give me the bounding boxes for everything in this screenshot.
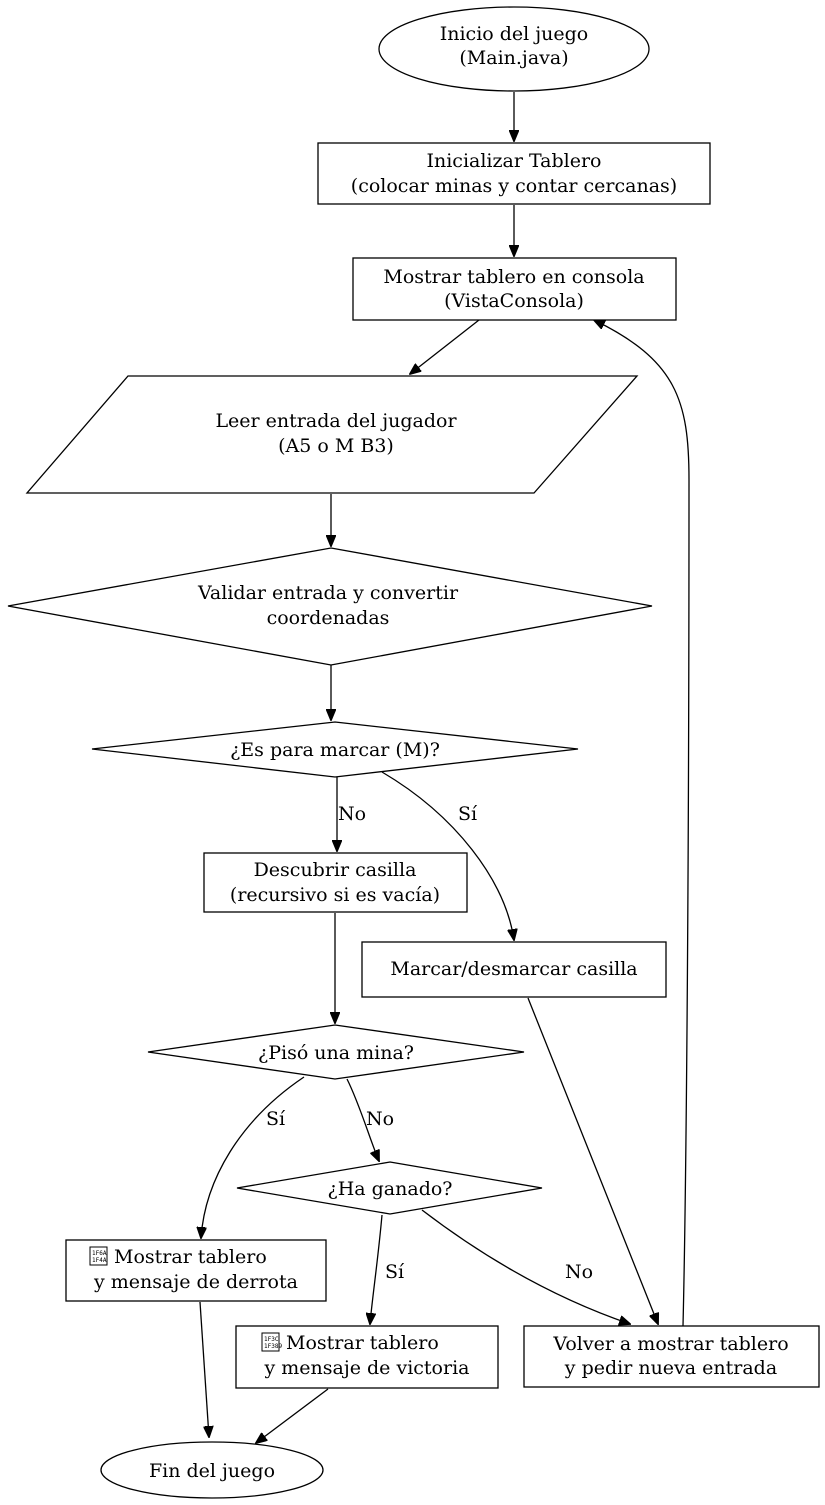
missing-glyph-box-icon: 1F6A 1F4A xyxy=(89,1246,108,1266)
redisplay-box xyxy=(523,1325,820,1388)
victory-label-line-1: Mostrar tablero xyxy=(286,1332,439,1354)
is-mark-label: ¿Es para marcar (M)? xyxy=(230,739,440,761)
defeat-label-line-1: Mostrar tablero xyxy=(114,1246,267,1268)
edges xyxy=(199,92,690,1443)
validate-label-line-1: Validar entrada y convertir xyxy=(197,582,459,604)
node-is-mark: ¿Es para marcar (M)? xyxy=(91,721,579,778)
edge-label-hitmine-yes: Sí xyxy=(266,1108,286,1130)
read-input-parallelogram xyxy=(25,375,639,494)
uncover-label-line-2: (recursivo si es vacía) xyxy=(230,884,440,906)
toggle-mark-box xyxy=(361,941,667,998)
start-label-line-1: Inicio del juego xyxy=(440,23,589,45)
edge-label-ismark-no: No xyxy=(338,803,366,825)
end-label: Fin del juego xyxy=(149,1460,275,1482)
uncover-box xyxy=(203,852,468,913)
init-board-box xyxy=(317,142,711,205)
victory-label-line-2: y mensaje de victoria xyxy=(264,1357,470,1379)
init-board-label-line-1: Inicializar Tablero xyxy=(426,150,601,172)
edge-label-hitmine-no: No xyxy=(366,1108,394,1130)
edge-haswon-no xyxy=(421,1209,630,1324)
edge-hitmine-no xyxy=(346,1078,379,1161)
read-input-label-line-1: Leer entrada del jugador xyxy=(215,410,457,432)
defeat-glyph-code-2: 1F4A xyxy=(92,1257,107,1264)
node-show-board: Mostrar tablero en consola (VistaConsola… xyxy=(352,257,677,321)
node-toggle-mark: Marcar/desmarcar casilla xyxy=(361,941,667,998)
redisplay-label-line-1: Volver a mostrar tablero xyxy=(552,1333,788,1355)
defeat-label-line-2: y mensaje de derrota xyxy=(93,1271,298,1293)
read-input-label-line-2: (A5 o M B3) xyxy=(278,435,394,457)
node-uncover: Descubrir casilla (recursivo si es vacía… xyxy=(203,852,468,913)
is-mark-diamond xyxy=(91,721,579,778)
edge-redisplay-loop xyxy=(594,320,690,1327)
victory-glyph-code-2: 1F389 xyxy=(264,1343,282,1350)
node-victory: 1F3C 1F389 Mostrar tablero y mensaje de … xyxy=(235,1325,499,1389)
missing-glyph-box-icon: 1F3C 1F389 xyxy=(261,1332,282,1352)
edge-mark-to-redisplay xyxy=(527,997,658,1324)
edge-haswon-yes xyxy=(370,1214,383,1324)
validate-diamond xyxy=(7,547,653,666)
node-defeat: 1F6A 1F4A Mostrar tablero y mensaje de d… xyxy=(65,1239,327,1302)
hit-mine-label: ¿Pisó una mina? xyxy=(258,1042,414,1064)
edge-hitmine-yes xyxy=(201,1076,305,1238)
show-board-label-line-1: Mostrar tablero en consola xyxy=(383,266,644,288)
end-ellipse xyxy=(100,1441,324,1499)
edge-victory-to-end xyxy=(256,1388,329,1443)
node-hit-mine: ¿Pisó una mina? xyxy=(147,1024,525,1080)
node-redisplay: Volver a mostrar tablero y pedir nueva e… xyxy=(523,1325,820,1388)
uncover-label-line-1: Descubrir casilla xyxy=(254,859,417,881)
defeat-box xyxy=(65,1239,327,1302)
edge-labels: No Sí Sí No Sí No xyxy=(266,803,593,1283)
show-board-label-line-2: (VistaConsola) xyxy=(444,290,584,312)
validate-label-line-2: coordenadas xyxy=(267,607,390,629)
node-end: Fin del juego xyxy=(100,1441,324,1499)
edge-defeat-to-end xyxy=(199,1301,209,1437)
toggle-mark-label: Marcar/desmarcar casilla xyxy=(390,958,637,980)
node-start: Inicio del juego (Main.java) xyxy=(378,6,650,92)
node-init-board: Inicializar Tablero (colocar minas y con… xyxy=(317,142,711,205)
init-board-label-line-2: (colocar minas y contar cercanas) xyxy=(351,175,677,197)
victory-box xyxy=(235,1325,499,1389)
has-won-label: ¿Ha ganado? xyxy=(328,1178,453,1200)
defeat-glyph-code-1: 1F6A xyxy=(92,1250,107,1257)
node-has-won: ¿Ha ganado? xyxy=(236,1161,543,1215)
edge-label-haswon-yes: Sí xyxy=(385,1261,405,1283)
has-won-diamond xyxy=(236,1161,543,1215)
edge-label-ismark-yes: Sí xyxy=(458,803,478,825)
hit-mine-diamond xyxy=(147,1024,525,1080)
redisplay-label-line-2: y pedir nueva entrada xyxy=(564,1357,777,1379)
start-ellipse xyxy=(378,6,650,92)
edge-label-haswon-no: No xyxy=(565,1261,593,1283)
show-board-box xyxy=(352,257,677,321)
start-label-line-2: (Main.java) xyxy=(459,47,568,69)
node-read-input: Leer entrada del jugador (A5 o M B3) xyxy=(25,375,639,494)
edge-show-to-read xyxy=(410,319,480,374)
edge-ismark-yes xyxy=(381,771,514,940)
node-validate: Validar entrada y convertir coordenadas xyxy=(7,547,653,666)
victory-glyph-code-1: 1F3C xyxy=(264,1336,279,1343)
